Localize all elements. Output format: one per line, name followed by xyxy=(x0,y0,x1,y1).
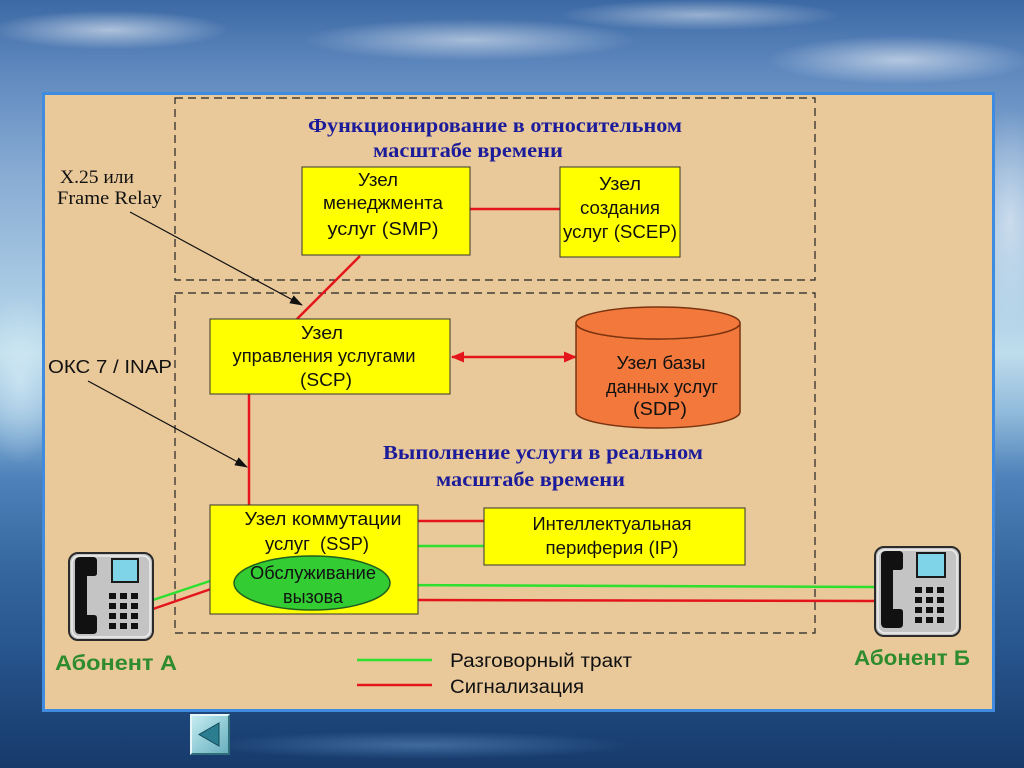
back-arrow-icon xyxy=(197,722,220,747)
legend-signaling-label: Сигнализация xyxy=(450,677,584,698)
smp-node-label-line-3: услуг (SMP) xyxy=(328,219,439,239)
scp-node-box xyxy=(209,318,451,395)
keypad-key xyxy=(109,593,116,599)
scp-node: Узел управления услугами (SCP) xyxy=(209,318,451,395)
keypad-key xyxy=(120,603,127,609)
keypad-key xyxy=(915,607,922,613)
scep-node-box xyxy=(559,166,681,258)
smp-node-label-line-1: Узел xyxy=(358,170,398,190)
phone-handset xyxy=(881,551,903,628)
phone-keypad xyxy=(109,593,138,629)
subscriber-a-label: Абонент А xyxy=(55,652,177,675)
sdp-node-label-line-1: Узел базы xyxy=(617,353,706,373)
subscriber-b-label: Абонент Б xyxy=(854,647,970,670)
call-handling-label-line-2: вызова xyxy=(283,587,344,607)
phone-handset xyxy=(75,557,97,634)
phone-screen xyxy=(916,552,946,578)
scep-node: Узел создания услуг (SCEP) xyxy=(559,166,681,258)
ssp-node-label-line-2: услуг (SSP) xyxy=(265,534,369,554)
smp-node-label-line-2: менеджмента xyxy=(323,193,444,213)
scp-node-label-line-1: Узел xyxy=(301,323,343,343)
signaling-interface-label: ОКС 7 / INAP xyxy=(48,357,172,377)
signaling-interface-pointer xyxy=(87,380,248,468)
management-interface-pointer xyxy=(129,211,303,306)
real-time-zone xyxy=(174,292,816,634)
ip-node-label-line-2: периферия (IP) xyxy=(546,538,679,558)
call-handling-ellipse xyxy=(233,555,391,611)
call-handling-label-line-1: Обслуживание xyxy=(250,563,376,583)
sdp-node-label-line-2: данных услуг xyxy=(606,377,718,397)
real-time-zone-title-line-1: Выполнение услуги в реальном xyxy=(383,442,703,464)
smp-scp-signaling-link xyxy=(296,255,361,320)
keypad-key xyxy=(937,597,944,603)
keypad-key xyxy=(915,617,922,623)
sdp-node-label-line-3: (SDP) xyxy=(633,399,687,419)
subscriber-b-phone-icon xyxy=(874,546,961,637)
keypad-key xyxy=(131,593,138,599)
keypad-key xyxy=(926,587,933,593)
ip-node: Интеллектуальная периферия (IP) xyxy=(483,507,746,566)
scp-node-label-line-2: управления услугами xyxy=(233,346,416,366)
management-interface-label-line-2: Frame Relay xyxy=(57,188,163,209)
keypad-key xyxy=(926,597,933,603)
relative-time-zone xyxy=(174,97,816,281)
keypad-key xyxy=(915,587,922,593)
phone-screen xyxy=(111,558,139,583)
keypad-key xyxy=(937,617,944,623)
back-button[interactable] xyxy=(190,714,230,755)
scp-node-label-line-3: (SCP) xyxy=(300,370,352,390)
smp-node-box xyxy=(301,166,471,256)
subscriber-b-voice-link xyxy=(388,583,876,589)
keypad-key xyxy=(926,617,933,623)
slide-panel xyxy=(42,92,995,712)
keypad-key xyxy=(915,597,922,603)
keypad-key xyxy=(131,623,138,629)
management-interface-label-line-1: X.25 или xyxy=(60,167,134,188)
phone-keypad xyxy=(915,587,944,623)
keypad-key xyxy=(926,607,933,613)
database-cylinder-top xyxy=(575,306,741,340)
ssp-node-label-line-1: Узел коммутации xyxy=(245,509,402,529)
keypad-key xyxy=(937,587,944,593)
keypad-key xyxy=(120,613,127,619)
scep-node-label-line-2: создания xyxy=(580,198,660,218)
keypad-key xyxy=(937,607,944,613)
back-arrow-shape xyxy=(197,722,220,747)
keypad-key xyxy=(109,623,116,629)
subscriber-b-signaling-link xyxy=(417,598,876,603)
real-time-zone-title-line-2: масштабе времени xyxy=(436,469,625,491)
keypad-key xyxy=(109,603,116,609)
subscriber-a-phone-icon xyxy=(68,552,154,641)
phone-body-highlight xyxy=(71,555,151,638)
relative-time-zone-title-line-1: Функционирование в относительном xyxy=(308,115,682,137)
legend: Разговорный тракт Сигнализация xyxy=(357,651,632,698)
sdp-database-node: Узел базы данных услуг (SDP) xyxy=(575,306,741,429)
scep-node-label-line-3: услуг (SCEP) xyxy=(563,222,677,242)
keypad-key xyxy=(120,623,127,629)
keypad-key xyxy=(131,603,138,609)
smp-node: Узел менеджмента услуг (SMP) xyxy=(301,166,471,256)
legend-voice-label: Разговорный тракт xyxy=(450,651,632,672)
scep-node-label-line-1: Узел xyxy=(599,174,641,194)
keypad-key xyxy=(120,593,127,599)
subscriber-a-signaling-link xyxy=(152,587,212,611)
ip-node-label-line-1: Интеллектуальная xyxy=(533,514,692,534)
relative-time-zone-title-line-2: масштабе времени xyxy=(373,140,563,162)
ssp-node: Узел коммутации услуг (SSP) Обслуживание… xyxy=(209,504,419,615)
phone-body-highlight xyxy=(877,549,958,634)
keypad-key xyxy=(109,613,116,619)
keypad-key xyxy=(131,613,138,619)
ip-node-box xyxy=(483,507,746,566)
